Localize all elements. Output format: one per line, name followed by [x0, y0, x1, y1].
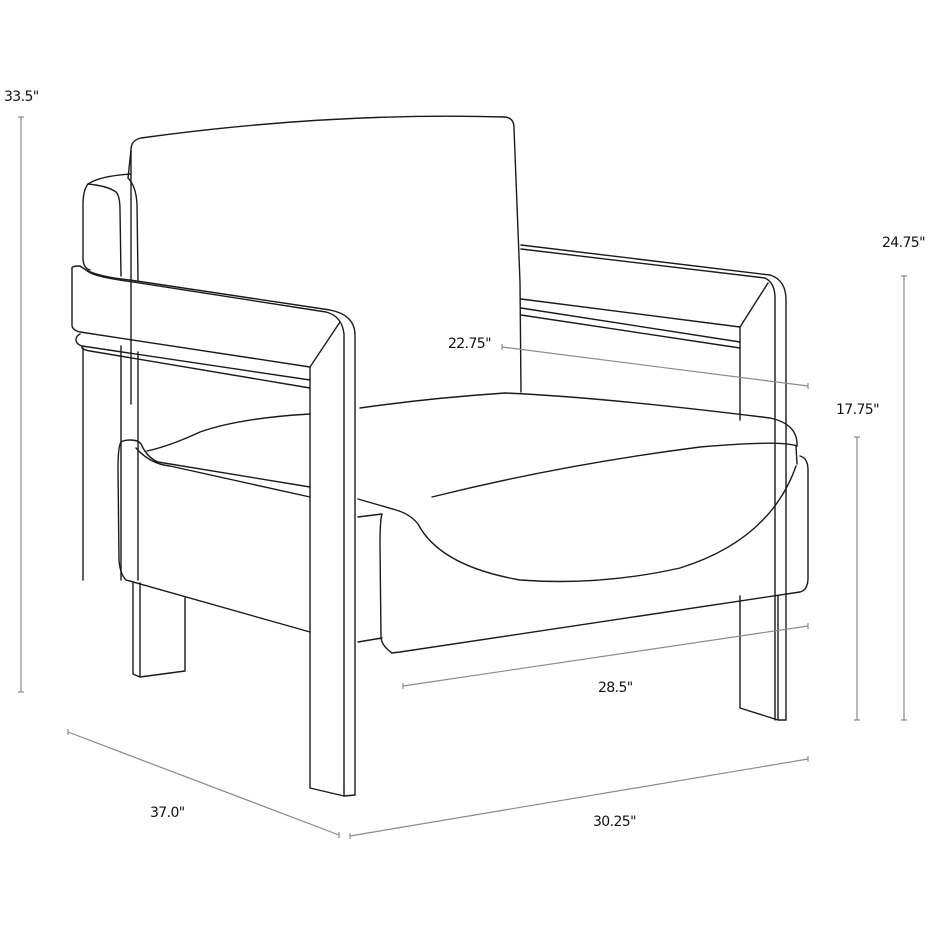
- right-armrest: [520, 244, 787, 721]
- arm-height-dimension-line: [901, 275, 907, 721]
- seat-depth-dimension-line: [501, 344, 809, 389]
- arm-height-label: 24.75": [882, 235, 926, 251]
- back-cushion: [127, 115, 522, 405]
- overall-height-label: 33.5": [4, 89, 39, 105]
- left-seat-side: [117, 413, 311, 633]
- left-back-frame: [82, 173, 139, 281]
- seat-width-dimension-line: [402, 623, 809, 689]
- overall-depth-dimension-line: [67, 729, 340, 838]
- overall-depth-label: 37.0": [150, 805, 185, 821]
- left-armrest: [71, 265, 356, 796]
- left-rear-leg: [132, 582, 186, 678]
- seat-depth-label: 22.75": [448, 336, 492, 352]
- seat-cushion: [357, 392, 809, 654]
- seat-width-label: 28.5": [598, 680, 633, 696]
- seat-height-dimension-line: [854, 436, 860, 721]
- overall-width-label: 30.25": [593, 814, 637, 830]
- overall-height-dimension-line: [18, 116, 24, 693]
- overall-width-dimension-line: [349, 756, 809, 839]
- left-front-leg: [309, 787, 356, 797]
- seat-height-label: 17.75": [836, 402, 880, 418]
- dimension-lines: [18, 116, 907, 839]
- armchair-illustration: [71, 115, 809, 797]
